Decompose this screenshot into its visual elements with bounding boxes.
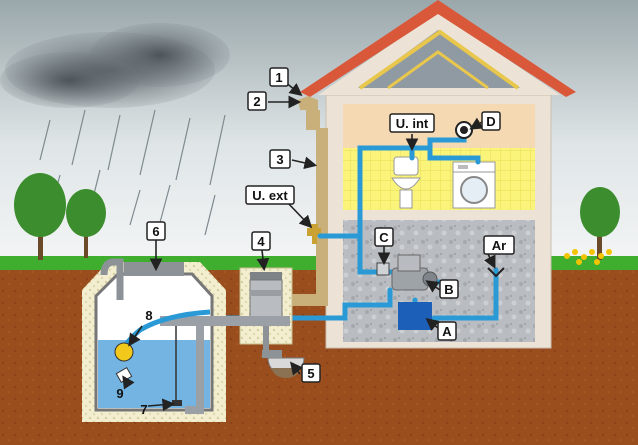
- svg-text:U. int: U. int: [396, 116, 429, 131]
- label-6: 6: [146, 221, 166, 241]
- label-2: 2: [247, 91, 267, 111]
- filter: [239, 267, 293, 350]
- svg-text:A: A: [442, 324, 452, 339]
- svg-text:6: 6: [152, 224, 159, 239]
- svg-text:3: 3: [276, 152, 283, 167]
- label-5: 5: [301, 363, 321, 383]
- svg-text:U. ext: U. ext: [252, 188, 288, 203]
- label-8: 8: [145, 308, 152, 323]
- tree-right: [580, 187, 620, 260]
- label-u-int: U. int: [389, 113, 435, 133]
- air-vent: [487, 267, 505, 278]
- label-c: C: [374, 227, 394, 247]
- control-unit: [398, 302, 432, 330]
- rain-cloud: [0, 23, 230, 108]
- washing-machine: [452, 161, 496, 209]
- rain-streaks: [39, 109, 226, 236]
- label-ar: Ar: [483, 235, 515, 255]
- label-4: 4: [251, 231, 271, 251]
- meter: [455, 121, 473, 139]
- label-7: 7: [140, 402, 147, 417]
- flowers: [564, 249, 612, 265]
- svg-text:5: 5: [307, 366, 314, 381]
- svg-text:7: 7: [140, 402, 147, 417]
- pump: [391, 254, 438, 291]
- svg-text:Ar: Ar: [492, 238, 506, 253]
- svg-text:8: 8: [145, 308, 152, 323]
- label-1: 1: [269, 67, 289, 87]
- tree-left-1: [14, 173, 66, 260]
- label-3: 3: [269, 149, 291, 169]
- svg-text:9: 9: [116, 386, 123, 401]
- svg-text:B: B: [444, 282, 453, 297]
- label-d: D: [481, 111, 501, 131]
- svg-text:2: 2: [253, 94, 260, 109]
- label-a: A: [437, 321, 457, 341]
- tree-left-2: [66, 189, 106, 258]
- svg-text:4: 4: [257, 234, 265, 249]
- svg-text:D: D: [486, 114, 495, 129]
- label-b: B: [439, 279, 459, 299]
- external-tap: [307, 224, 321, 244]
- toilet: [391, 156, 421, 209]
- svg-text:C: C: [379, 230, 389, 245]
- svg-text:1: 1: [275, 70, 282, 85]
- label-9: 9: [116, 386, 123, 401]
- label-u-ext: U. ext: [245, 185, 295, 205]
- tank: [82, 258, 290, 422]
- downpipe: [290, 96, 328, 306]
- valve: [376, 262, 390, 276]
